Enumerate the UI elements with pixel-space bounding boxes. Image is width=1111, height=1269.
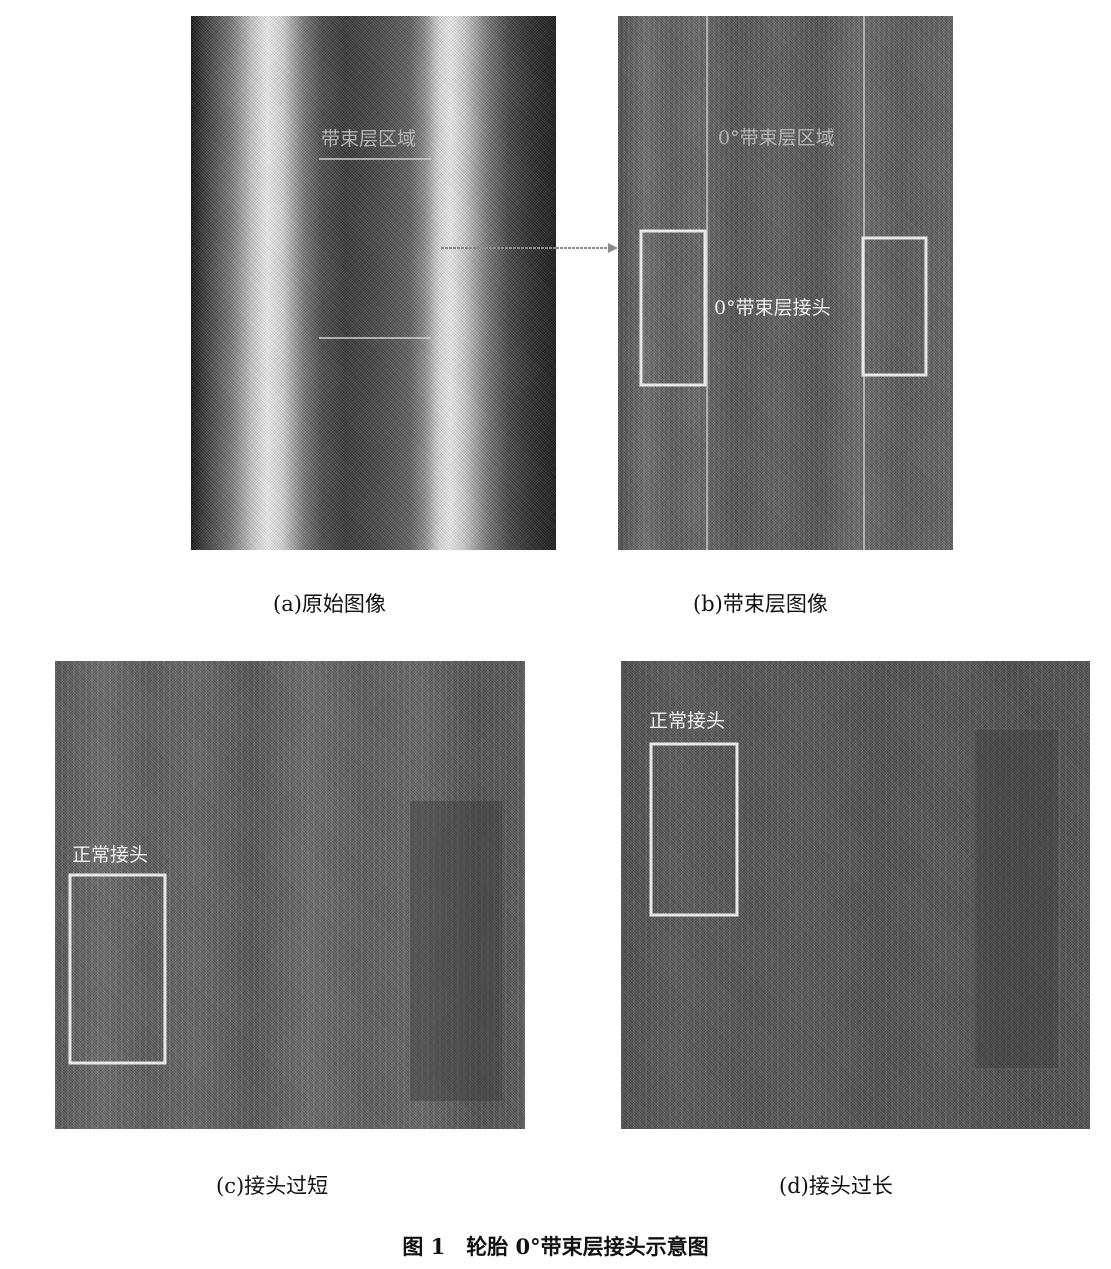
arrow-head-icon <box>608 243 618 253</box>
joint-box-right <box>861 236 928 377</box>
joint-box-left <box>639 229 707 387</box>
zero-belt-joint-label: 0°带束层接头 <box>714 297 831 319</box>
panel-b-overlay <box>639 16 928 550</box>
arrow-connector <box>556 243 618 253</box>
caption-d: (d)接头过长 <box>779 1174 893 1198</box>
caption-c: (c)接头过短 <box>216 1174 329 1198</box>
panel-d-overlay <box>649 728 1060 1070</box>
short-joint-shadow <box>410 801 502 1101</box>
caption-b: (b)带束层图像 <box>693 592 828 616</box>
long-joint-region <box>973 728 1060 1070</box>
normal-joint-label-c: 正常接头 <box>72 844 149 866</box>
belt-region-label: 带束层区域 <box>321 128 417 150</box>
panel-a-original-image: 带束层区域 <box>191 16 556 550</box>
zero-belt-region-label: 0°带束层区域 <box>718 127 835 149</box>
panel-a-overlay <box>319 158 556 339</box>
figure-caption: 图 1 轮胎 0°带束层接头示意图 <box>402 1234 709 1259</box>
normal-joint-box <box>68 873 167 1065</box>
caption-a: (a)原始图像 <box>273 592 386 616</box>
normal-joint-label-d: 正常接头 <box>649 710 726 732</box>
normal-joint-box <box>649 742 739 917</box>
panel-c-overlay <box>68 801 502 1101</box>
panel-d-joint-too-long: 正常接头 <box>621 661 1090 1129</box>
panel-b-belt-layer-image: 0°带束层区域 0°带束层接头 <box>618 16 953 550</box>
panel-c-joint-too-short: 正常接头 <box>55 661 525 1129</box>
